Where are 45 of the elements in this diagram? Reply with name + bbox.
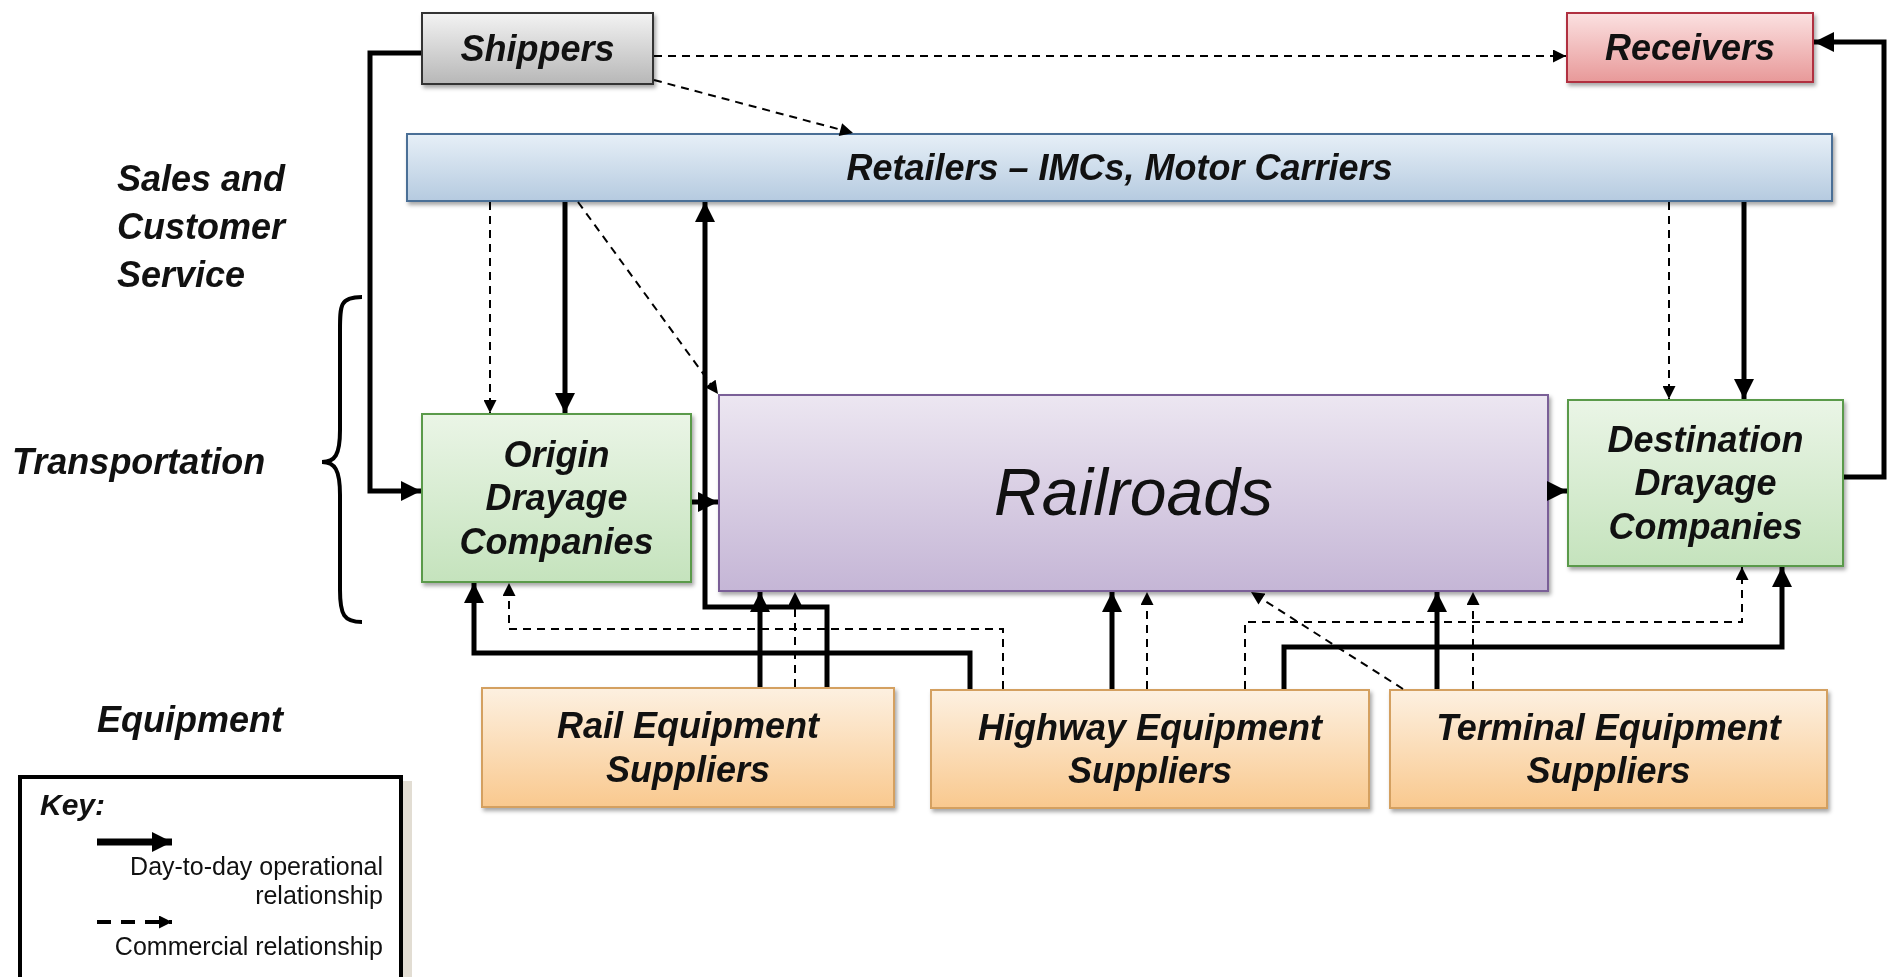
arrow bbox=[1814, 32, 1887, 480]
section-label: Transportation bbox=[12, 440, 267, 484]
arrow bbox=[750, 592, 770, 687]
legend-text: Commercial relationship bbox=[113, 932, 383, 961]
arrow bbox=[555, 202, 575, 413]
arrow bbox=[1734, 202, 1754, 399]
arrow bbox=[1140, 591, 1154, 690]
process-box bbox=[421, 413, 692, 583]
node-label: Highway Equipment Suppliers bbox=[977, 705, 1324, 793]
process-box bbox=[406, 133, 1833, 202]
section-label: Equipment bbox=[97, 698, 285, 742]
section-label: Sales and Customer Service bbox=[117, 157, 288, 297]
arrow bbox=[695, 202, 830, 687]
arrow bbox=[653, 49, 1567, 63]
node-label: Rail Equipment Suppliers bbox=[556, 704, 821, 791]
node-label: Shippers bbox=[460, 26, 615, 71]
process-box bbox=[1389, 689, 1828, 809]
arrow bbox=[483, 201, 497, 414]
arrow bbox=[653, 79, 854, 136]
arrow bbox=[1244, 566, 1749, 690]
arrow bbox=[1427, 592, 1447, 689]
arrow bbox=[1662, 201, 1676, 400]
arrow bbox=[1281, 567, 1792, 689]
arrow bbox=[692, 492, 718, 512]
arrow bbox=[1547, 481, 1567, 501]
process-box bbox=[481, 687, 895, 808]
arrow bbox=[788, 591, 802, 688]
process-box bbox=[930, 689, 1370, 809]
node-label: Retailers – IMCs, Motor Carriers bbox=[846, 145, 1393, 190]
arrow bbox=[1250, 591, 1404, 690]
node-label: Receivers bbox=[1604, 25, 1776, 70]
arrow bbox=[577, 201, 719, 395]
node-label: Destination Drayage Companies bbox=[1606, 418, 1805, 548]
node-label: Railroads bbox=[994, 454, 1273, 532]
process-box bbox=[1566, 12, 1814, 83]
process-box bbox=[1567, 399, 1844, 567]
arrow bbox=[367, 50, 421, 501]
arrow bbox=[1102, 592, 1122, 689]
node-label: Terminal Equipment Suppliers bbox=[1435, 705, 1783, 793]
node-label: Origin Drayage Companies bbox=[458, 433, 655, 563]
process-box bbox=[421, 12, 654, 85]
process-panel bbox=[718, 394, 1549, 592]
legend-text: Day-to-day operational relationship bbox=[129, 852, 383, 910]
legend-title: Key: bbox=[40, 787, 107, 823]
arrow bbox=[1466, 591, 1480, 690]
